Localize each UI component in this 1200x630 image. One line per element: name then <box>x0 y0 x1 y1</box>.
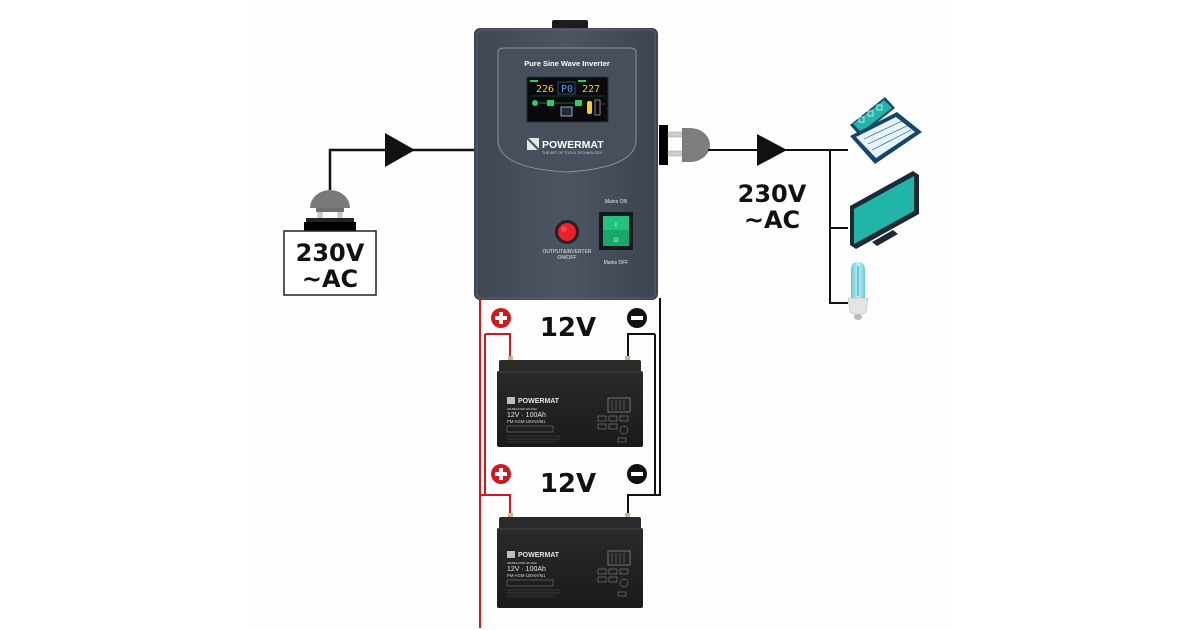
inverter-tagline: THE ART OF TOOLS TECHNOLOGY <box>542 151 603 155</box>
battery-1-positive-icon <box>491 308 511 328</box>
battery-2: POWERMAT AKUMULATOR 12V AGM 12V · 100Ah … <box>497 513 643 608</box>
battery-1-type: AKUMULATOR 12V AGM <box>507 407 537 411</box>
bulb-icon <box>847 262 869 320</box>
input-voltage-line1: 230V <box>296 239 365 267</box>
mains-off-label: Mains OFF <box>604 260 629 266</box>
button-label-line1: OUTPUT&INVERTER <box>542 249 591 255</box>
battery-1-model: PM-AGM-100AH/M1 <box>507 419 546 424</box>
input-voltage-box: 230V ~AC <box>283 230 377 296</box>
mains-switch[interactable]: I O <box>599 212 633 250</box>
battery-2-barcode-icon <box>607 550 631 566</box>
battery-2-brand: POWERMAT <box>518 552 560 559</box>
battery-1-negative-icon <box>627 308 647 328</box>
battery-1-rating: 12V · 100Ah <box>507 412 546 419</box>
positive-wiring <box>479 298 511 628</box>
battery-2-positive-icon <box>491 464 511 484</box>
negative-wiring <box>627 298 661 515</box>
inverter-header: Pure Sine Wave Inverter <box>524 59 610 68</box>
inverter: Pure Sine Wave Inverter 226 P0 227 PO <box>474 20 658 300</box>
battery-1-safety-icons <box>597 415 629 443</box>
button-label-line2: ON/OFF <box>558 255 577 261</box>
output-voltage-line1: 230V <box>738 180 807 208</box>
battery-2-type: AKUMULATOR 12V AGM <box>507 561 537 565</box>
switch-on-glyph: I <box>615 223 617 229</box>
lcd-charger-icon <box>547 100 554 106</box>
input-voltage-line2: ~AC <box>302 265 358 293</box>
lcd-battery-icon <box>560 106 573 117</box>
monitor-icon <box>850 171 919 249</box>
output-socket-plug-icon <box>659 125 710 165</box>
lcd-display: 226 P0 227 <box>526 76 609 123</box>
battery-1: POWERMAT AKUMULATOR 12V AGM 12V · 100Ah … <box>497 356 643 447</box>
battery-2-model: PM-AGM-100AH/M1 <box>507 573 546 578</box>
lcd-input-value: 226 <box>536 84 554 95</box>
lcd-output-value: 227 <box>582 84 600 95</box>
battery-2-logo-icon <box>507 551 515 558</box>
mains-on-label: Mains ON <box>605 199 628 205</box>
inverter-logo: POWERMAT THE ART OF TOOLS TECHNOLOGY <box>526 137 604 155</box>
output-inverter-button[interactable] <box>555 220 579 244</box>
battery-1-barcode-icon <box>607 397 631 413</box>
laptop-icon <box>850 97 922 164</box>
lcd-mains-icon <box>532 100 538 106</box>
lcd-load-icon <box>587 101 592 114</box>
lcd-inverter-icon <box>575 100 582 106</box>
lcd-mode: P0 <box>561 84 573 95</box>
battery-1-voltage: 12V <box>540 313 596 343</box>
battery-1-logo-icon <box>507 397 515 404</box>
battery-2-rating: 12V · 100Ah <box>507 566 546 573</box>
battery-1-brand: POWERMAT <box>518 398 560 405</box>
input-wire <box>328 148 475 190</box>
input-arrow-icon <box>385 133 415 167</box>
battery-2-negative-icon <box>627 464 647 484</box>
switch-off-glyph: O <box>614 238 619 244</box>
battery-2-safety-icons <box>597 568 629 597</box>
inverter-brand: POWERMAT <box>542 139 604 151</box>
battery-2-voltage: 12V <box>540 469 596 499</box>
output-voltage-line2: ~AC <box>744 206 800 234</box>
input-plug-icon <box>304 190 356 232</box>
output-arrow-icon <box>757 134 787 166</box>
